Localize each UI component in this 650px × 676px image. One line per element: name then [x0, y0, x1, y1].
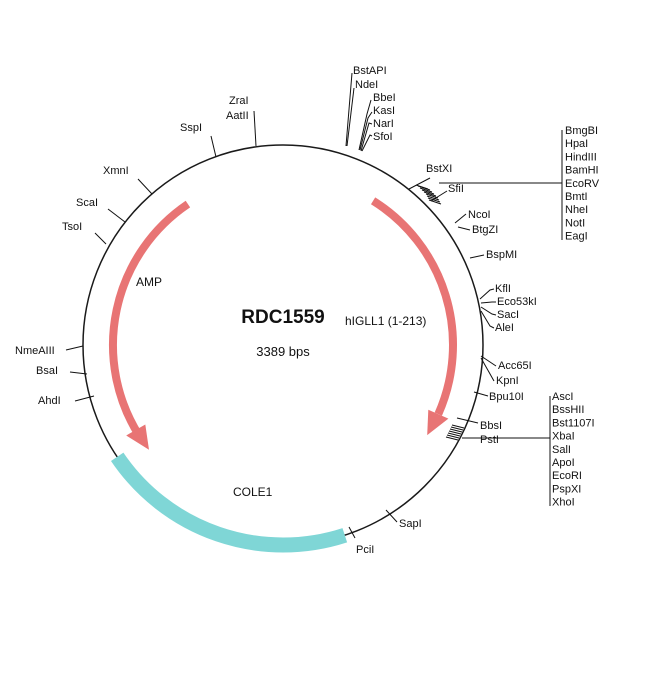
site-bspmi[interactable]: BspMI — [486, 249, 517, 261]
site-xmni[interactable]: XmnI — [103, 165, 129, 177]
site-bmti[interactable]: BmtI — [565, 191, 588, 203]
site-kpni[interactable]: KpnI — [496, 375, 519, 387]
site-bpu10i[interactable]: Bpu10I — [489, 391, 524, 403]
site-ndei[interactable]: NdeI — [355, 79, 378, 91]
amp-arrowhead — [126, 424, 149, 450]
site-kasi[interactable]: KasI — [373, 105, 395, 117]
site-bbei[interactable]: BbeI — [373, 92, 396, 104]
insert-arrowhead — [427, 409, 449, 436]
site-pcii[interactable]: PciI — [356, 544, 374, 556]
site-nmeaiii[interactable]: NmeAIII — [15, 345, 55, 357]
site-pspxi[interactable]: PspXI — [552, 483, 581, 495]
site-psti[interactable]: PstI — [480, 434, 499, 446]
site-group-kfli: KflI Eco53kI SacI AleI — [479, 283, 537, 334]
site-bst1107i[interactable]: Bst1107I — [552, 417, 595, 429]
site-acc65i[interactable]: Acc65I — [498, 360, 532, 372]
plasmid-name: RDC1559 — [241, 307, 324, 328]
site-group-zrai: ZraI AatII — [226, 95, 257, 147]
site-nhei[interactable]: NheI — [565, 204, 588, 216]
site-scai[interactable]: ScaI — [76, 197, 98, 209]
site-bbsi[interactable]: BbsI — [480, 420, 502, 432]
site-bamhi[interactable]: BamHI — [565, 165, 599, 177]
site-bsshii[interactable]: BssHII — [552, 404, 584, 416]
cole1-origin-arc[interactable] — [110, 452, 348, 553]
site-eagi[interactable]: EagI — [565, 231, 588, 243]
site-group-bstapi: BstAPI NdeI BbeI KasI NarI SfoI — [345, 65, 396, 152]
site-sali[interactable]: SalI — [552, 444, 571, 456]
amp-label: AMP — [136, 275, 162, 289]
mcs-top-group: BstXI SfiI — [408, 130, 563, 240]
insert-cds-arrow[interactable] — [370, 197, 457, 416]
site-btgzi[interactable]: BtgZI — [472, 224, 498, 236]
site-bstxi[interactable]: BstXI — [426, 163, 452, 175]
amp-cds-arrow[interactable] — [108, 200, 191, 438]
site-bsai[interactable]: BsaI — [36, 365, 58, 377]
site-alei[interactable]: AleI — [495, 322, 514, 334]
site-hpai[interactable]: HpaI — [565, 138, 588, 150]
site-noti[interactable]: NotI — [565, 217, 585, 229]
site-eco53ki[interactable]: Eco53kI — [497, 296, 537, 308]
site-aatii[interactable]: AatII — [226, 110, 249, 122]
cole1-label: COLE1 — [233, 485, 273, 499]
site-saci[interactable]: SacI — [497, 309, 519, 321]
site-ecori[interactable]: EcoRI — [552, 470, 582, 482]
plasmid-size: 3389 bps — [256, 344, 310, 359]
site-sfii[interactable]: SfiI — [448, 183, 464, 195]
site-tsoi[interactable]: TsoI — [62, 221, 82, 233]
site-sfoi[interactable]: SfoI — [373, 131, 393, 143]
site-hindiii[interactable]: HindIII — [565, 151, 597, 163]
insert-label: hIGLL1 (1-213) — [345, 314, 426, 328]
site-sspi[interactable]: SspI — [180, 122, 202, 134]
site-apoi[interactable]: ApoI — [552, 457, 575, 469]
site-nari[interactable]: NarI — [373, 118, 394, 130]
site-sapi[interactable]: SapI — [399, 518, 422, 530]
site-xhoi[interactable]: XhoI — [552, 497, 575, 509]
site-ecorv[interactable]: EcoRV — [565, 178, 600, 190]
mcs-bottom-group: BbsI PstI — [445, 396, 551, 506]
site-bstapi[interactable]: BstAPI — [353, 65, 387, 77]
site-asci[interactable]: AscI — [552, 391, 573, 403]
site-kfli[interactable]: KflI — [495, 283, 511, 295]
site-zrai[interactable]: ZraI — [229, 95, 249, 107]
site-xbai[interactable]: XbaI — [552, 431, 575, 443]
site-ahdi[interactable]: AhdI — [38, 395, 61, 407]
site-bmgbi[interactable]: BmgBI — [565, 125, 598, 137]
site-ncoi[interactable]: NcoI — [468, 209, 491, 221]
